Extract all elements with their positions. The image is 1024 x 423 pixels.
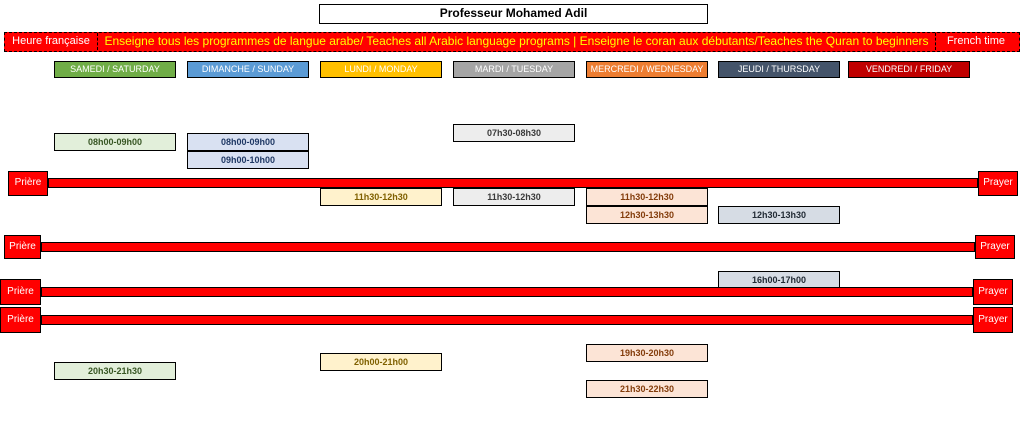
prayer-left-label: Prière bbox=[0, 279, 41, 305]
prayer-bar bbox=[41, 287, 973, 297]
slot-tuesday[interactable]: 07h30-08h30 bbox=[453, 124, 575, 142]
prayer-left-label: Prière bbox=[0, 307, 41, 333]
page-title: Professeur Mohamed Adil bbox=[319, 4, 708, 24]
prayer-right-label: Prayer bbox=[973, 307, 1013, 333]
slot-wednesday[interactable]: 12h30-13h30 bbox=[586, 206, 708, 224]
day-header-friday: VENDREDI / FRIDAY bbox=[848, 61, 970, 78]
slot-wednesday[interactable]: 11h30-12h30 bbox=[586, 188, 708, 206]
slot-sunday[interactable]: 08h00-09h00 bbox=[187, 133, 309, 151]
slot-wednesday[interactable]: 19h30-20h30 bbox=[586, 344, 708, 362]
slot-tuesday[interactable]: 11h30-12h30 bbox=[453, 188, 575, 206]
slot-monday[interactable]: 20h00-21h00 bbox=[320, 353, 442, 371]
slot-sunday[interactable]: 09h00-10h00 bbox=[187, 151, 309, 169]
banner-right-label: French time bbox=[946, 35, 1006, 47]
prayer-bar bbox=[41, 315, 973, 325]
slot-thursday[interactable]: 12h30-13h30 bbox=[718, 206, 840, 224]
day-header-wednesday: MERCREDI / WEDNESDAY bbox=[586, 61, 708, 78]
day-header-monday: LUNDI / MONDAY bbox=[320, 61, 442, 78]
info-banner: Heure française Enseigne tous les progra… bbox=[4, 32, 1020, 52]
prayer-left-label: Prière bbox=[8, 171, 48, 196]
day-header-saturday: SAMEDI / SATURDAY bbox=[54, 61, 176, 78]
prayer-right-label: Prayer bbox=[975, 235, 1015, 259]
day-header-thursday: JEUDI / THURSDAY bbox=[718, 61, 840, 78]
prayer-right-label: Prayer bbox=[973, 279, 1013, 305]
prayer-left-label: Prière bbox=[4, 235, 41, 259]
slot-wednesday[interactable]: 21h30-22h30 bbox=[586, 380, 708, 398]
prayer-bar bbox=[48, 178, 978, 188]
banner-left-label: Heure française bbox=[12, 35, 90, 47]
slot-saturday[interactable]: 20h30-21h30 bbox=[54, 362, 176, 380]
slot-monday[interactable]: 11h30-12h30 bbox=[320, 188, 442, 206]
slot-saturday[interactable]: 08h00-09h00 bbox=[54, 133, 176, 151]
prayer-right-label: Prayer bbox=[978, 171, 1018, 196]
prayer-bar bbox=[41, 242, 975, 252]
banner-description: Enseigne tous les programmes de langue a… bbox=[97, 33, 936, 50]
day-header-tuesday: MARDI / TUESDAY bbox=[453, 61, 575, 78]
day-header-sunday: DIMANCHE / SUNDAY bbox=[187, 61, 309, 78]
